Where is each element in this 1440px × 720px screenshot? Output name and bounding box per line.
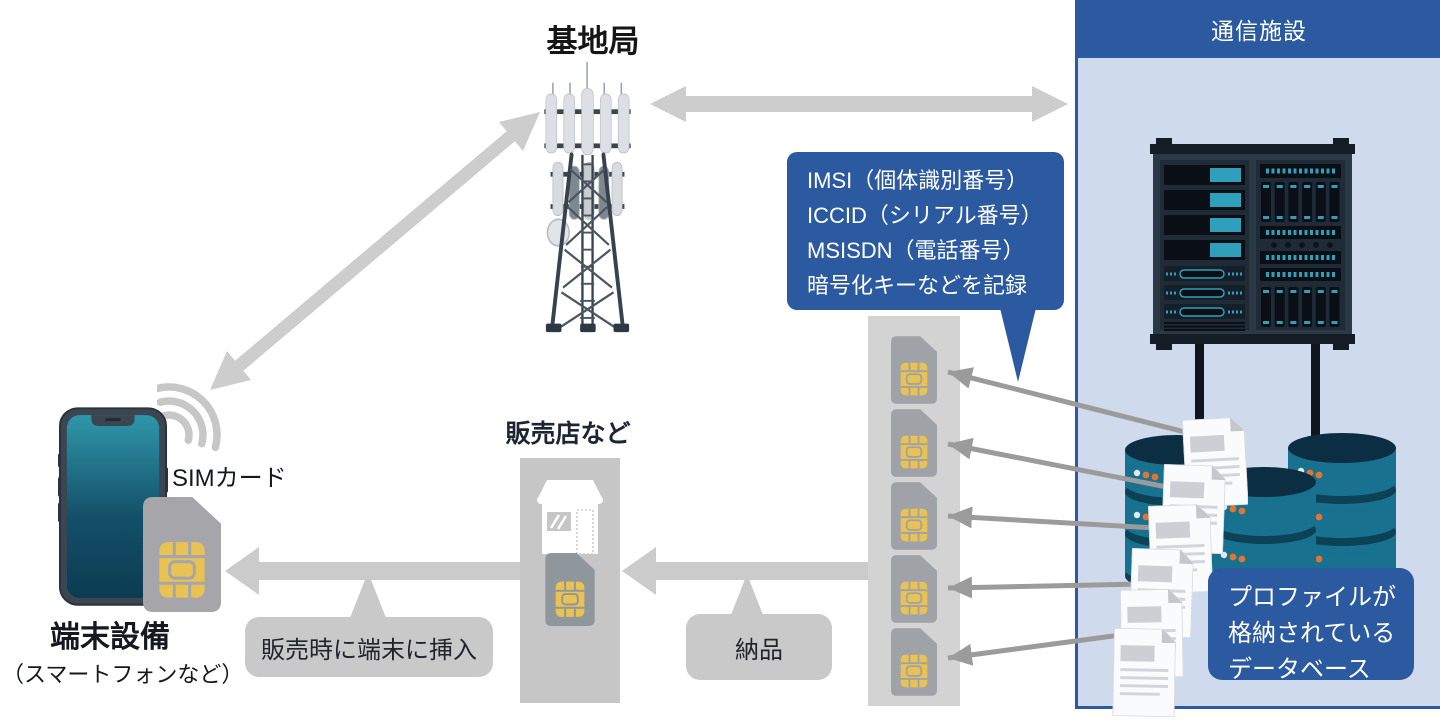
double-arrow-tower-device-icon: [210, 112, 540, 390]
database-label-line-1: プロファイルが: [1228, 584, 1396, 611]
arrow-stack-to-store-icon: [622, 547, 870, 595]
facility-header: 通信施設: [1078, 0, 1440, 58]
sim-card-icon: [143, 497, 221, 612]
sim-note-line-2: ICCID（シリアル番号）: [807, 203, 1043, 228]
base-station-label: 基地局: [546, 23, 640, 59]
profile-to-sim-arrows-icon: [947, 367, 1186, 666]
wifi-signal-icon: [157, 383, 221, 452]
delivery-bubble-pointer: [729, 574, 765, 620]
cell-tower-icon: [544, 61, 631, 333]
server-rack-icon: [1150, 138, 1355, 446]
sim-note-pointer: [1000, 308, 1036, 382]
facility-title: 通信施設: [1211, 18, 1307, 44]
insert-label: 販売時に端末に挿入: [261, 636, 477, 664]
double-arrow-tower-facility-icon: [650, 86, 1068, 122]
sim-note-callout: IMSI（個体識別番号） ICCID（シリアル番号） MSISDN（電話番号） …: [787, 152, 1064, 310]
store-label: 販売店など: [505, 420, 631, 448]
sim-note-line-3: MSISDN（電話番号）: [807, 238, 1025, 263]
database-label-line-2: 格納されている: [1228, 620, 1396, 647]
insert-bubble: 販売時に端末に挿入: [245, 617, 493, 677]
delivery-label: 納品: [735, 636, 783, 664]
arrow-store-to-device-icon: [225, 547, 520, 595]
insert-bubble-pointer: [350, 572, 386, 618]
database-label-line-3: データベース: [1228, 656, 1371, 683]
sim-note-line-4: 暗号化キーなどを記録: [807, 273, 1028, 298]
device-label: 端末設備: [50, 621, 170, 654]
smartphone-icon: [58, 407, 168, 606]
sim-card-icon-store: [545, 553, 595, 626]
database-label-box: プロファイルが 格納されている データベース: [1208, 568, 1414, 683]
sim-note-line-1: IMSI（個体識別番号）: [807, 168, 1029, 193]
storefront-icon: [537, 480, 603, 555]
device-sublabel: （スマートフォンなど）: [2, 662, 244, 687]
delivery-bubble: 納品: [686, 614, 832, 680]
sim-card-label: SIMカード: [172, 465, 287, 492]
